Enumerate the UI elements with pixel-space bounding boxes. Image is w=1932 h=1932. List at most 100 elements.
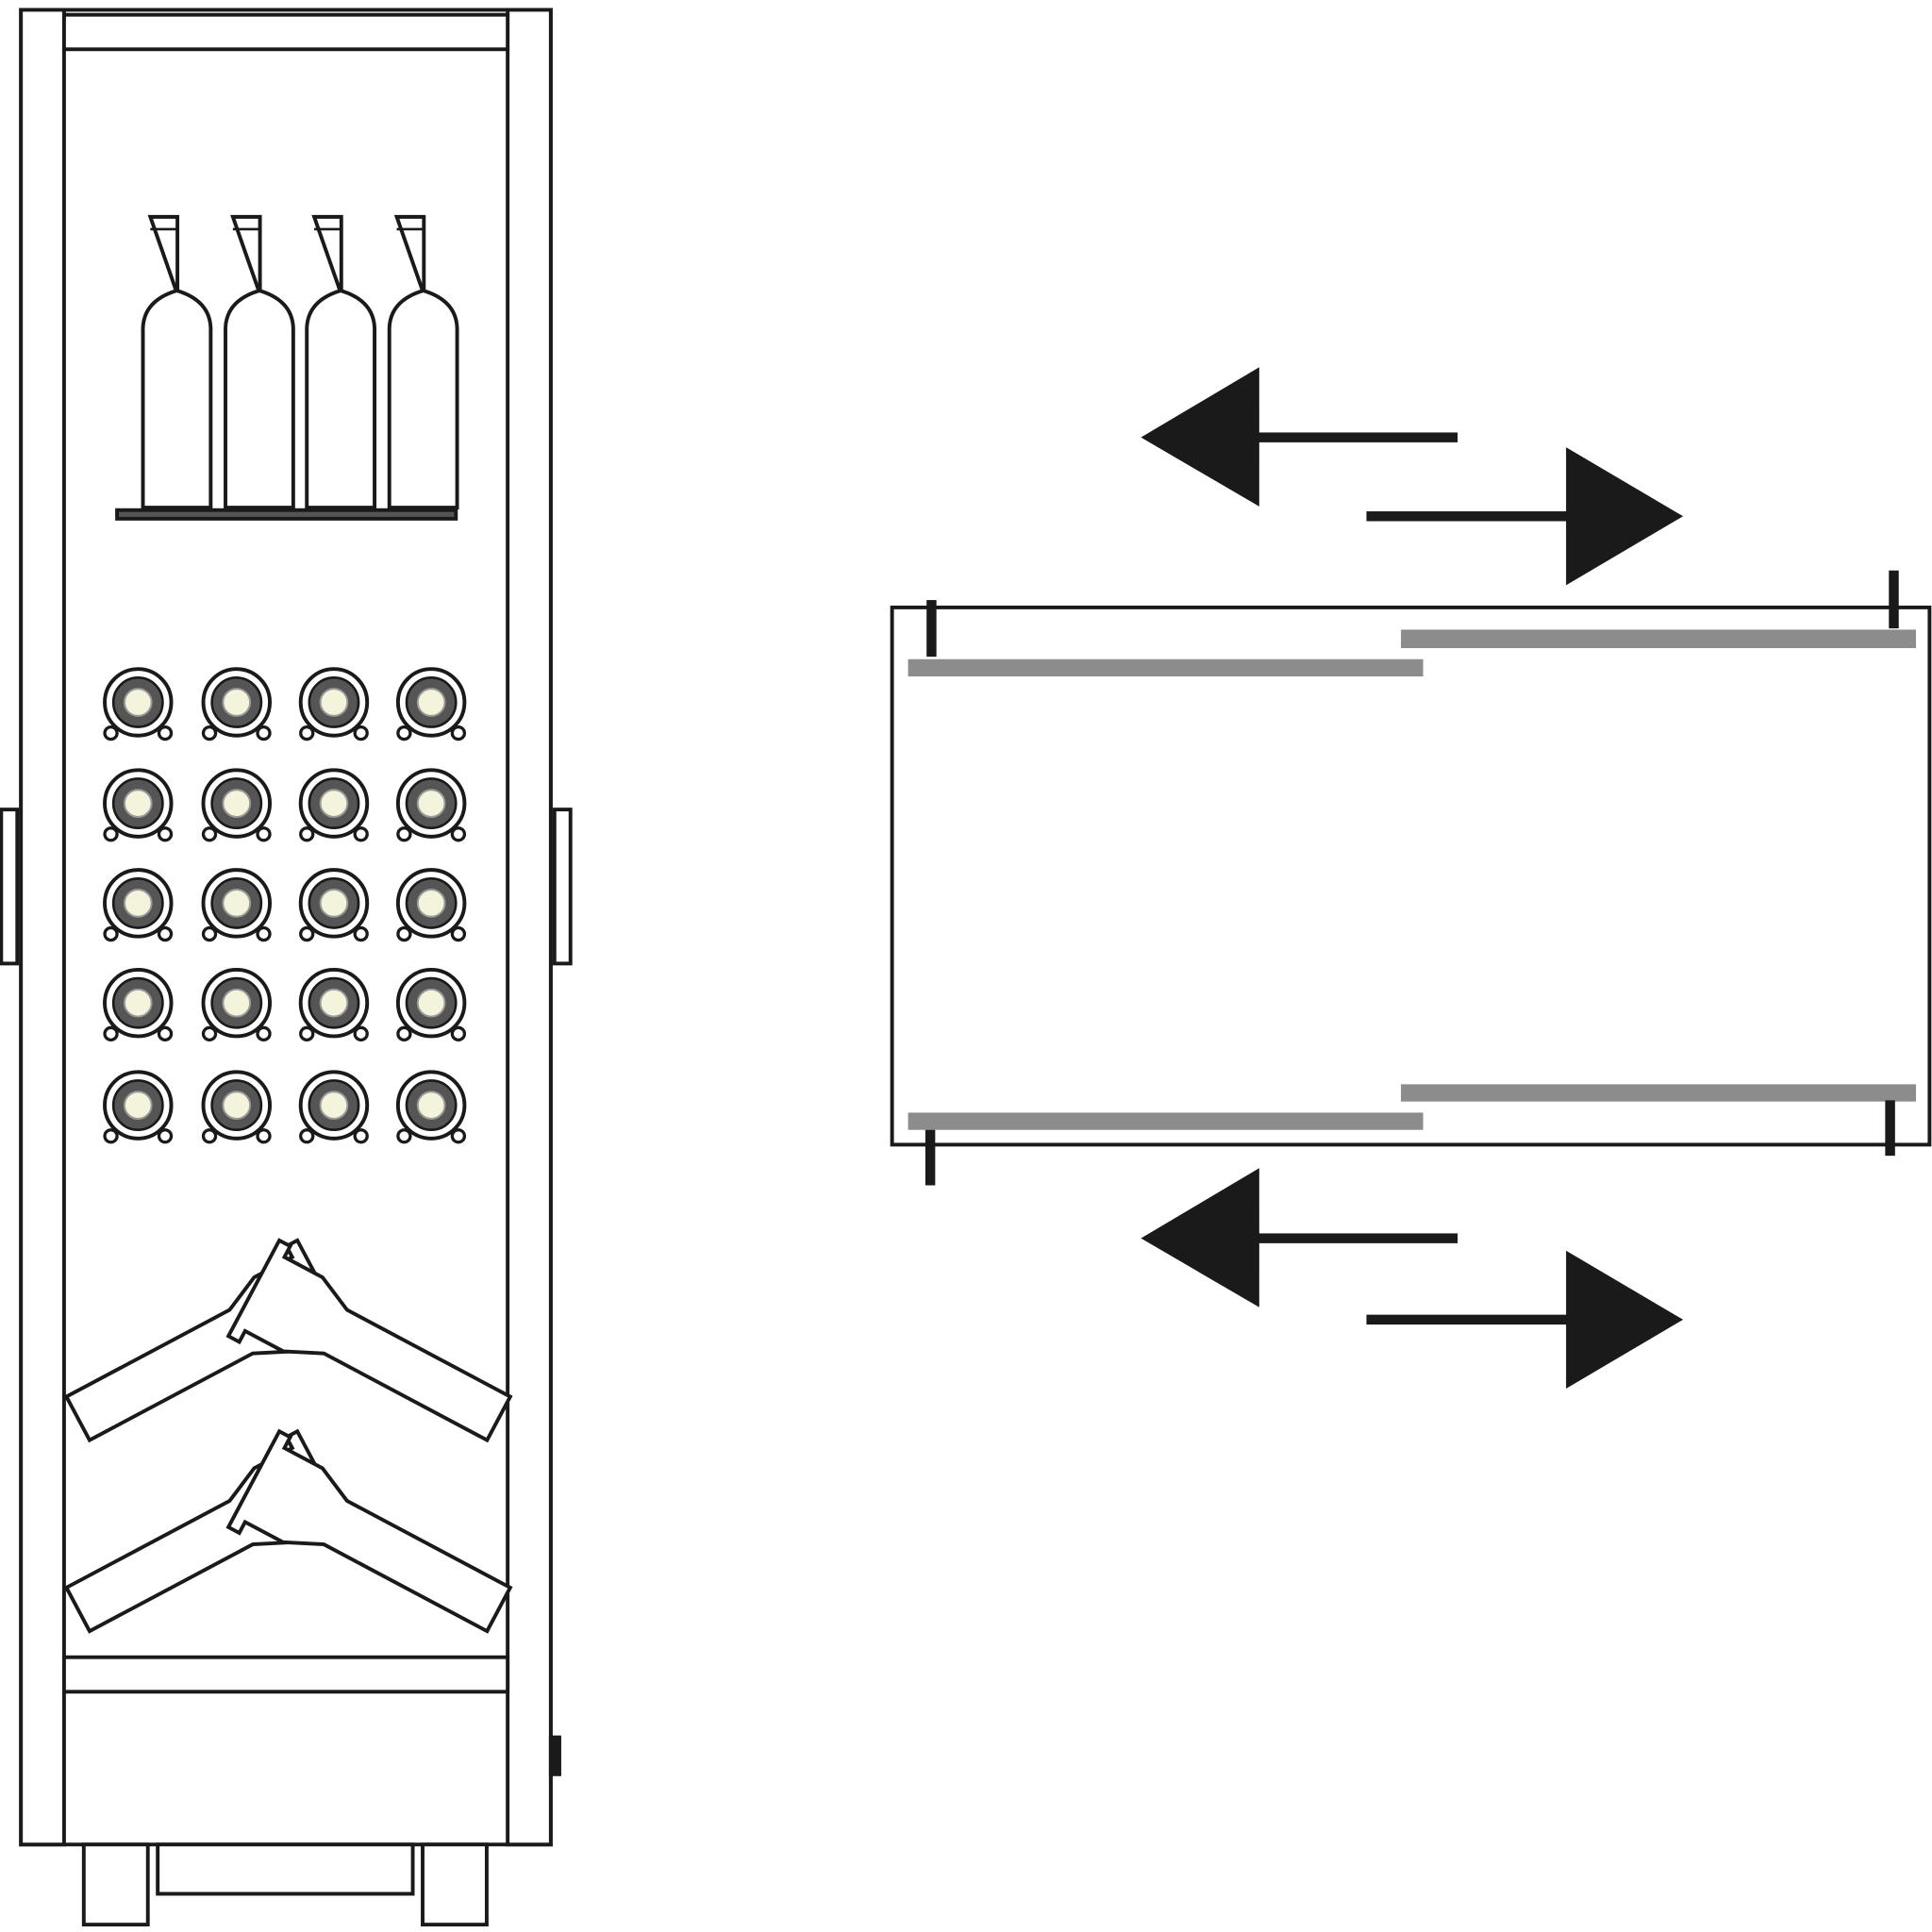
- bottle-end: [395, 868, 467, 942]
- right-foot: [421, 1842, 489, 1927]
- rack-peg: [299, 1025, 315, 1041]
- bottle-end-face: [222, 1091, 252, 1120]
- right-post: [506, 8, 553, 1847]
- rail-bottom-right: [1401, 1084, 1917, 1102]
- rack-peg: [103, 1025, 119, 1041]
- rack-peg: [157, 1025, 174, 1041]
- rack-peg: [103, 1128, 119, 1144]
- rail-stop-bottom-right: [1885, 1100, 1895, 1157]
- bottle-end-face: [123, 988, 153, 1018]
- rail-bottom-left: [908, 1112, 1424, 1130]
- bottle-end-face: [123, 688, 153, 717]
- rack-peg: [256, 826, 272, 842]
- bottle-end-face: [123, 1091, 153, 1120]
- arrow-left-icon: [1141, 367, 1458, 507]
- rack-peg: [256, 1128, 272, 1144]
- rack-peg: [450, 724, 467, 741]
- left-post: [19, 8, 66, 1847]
- upright-bottle: [141, 214, 213, 510]
- upright-bottle: [305, 214, 377, 510]
- bottle-end: [201, 1070, 272, 1144]
- rack-peg: [450, 1128, 467, 1144]
- rack-peg: [201, 1025, 218, 1041]
- bottle-end: [298, 1070, 370, 1144]
- bottle-end-face: [319, 688, 349, 717]
- rack-peg: [450, 925, 467, 942]
- control-knob[interactable]: [548, 1735, 561, 1776]
- bottle-end: [201, 768, 272, 842]
- bottle-end: [298, 868, 370, 942]
- bottle-end-face: [416, 889, 446, 918]
- angled-bottle-right: [225, 1428, 513, 1634]
- bottle-end: [103, 667, 174, 741]
- bottle-end-face: [416, 688, 446, 717]
- arrow-head: [1141, 367, 1259, 507]
- rack-peg: [256, 925, 272, 942]
- rack-peg: [353, 1128, 369, 1144]
- rack-peg: [353, 724, 369, 741]
- angled-bottle-pair: [63, 1428, 513, 1634]
- rack-peg: [201, 925, 218, 942]
- bottle-end: [298, 667, 370, 741]
- bottle-end-face: [319, 988, 349, 1018]
- bottle-end: [103, 967, 174, 1041]
- bottle-end: [103, 868, 174, 942]
- rack-peg: [201, 724, 218, 741]
- rack-peg: [299, 925, 315, 942]
- angled-bottle-right: [225, 1238, 513, 1443]
- bottle-end-face: [222, 988, 252, 1018]
- arrow-shaft: [1257, 1233, 1458, 1243]
- arrow-right-icon: [1366, 1250, 1684, 1389]
- bottle-end-face: [222, 889, 252, 918]
- rack-peg: [157, 1128, 174, 1144]
- left-handle[interactable]: [0, 808, 20, 966]
- bottle-end: [201, 868, 272, 942]
- bottle-end: [298, 967, 370, 1041]
- bottle-end: [201, 967, 272, 1041]
- arrow-head: [1566, 1250, 1684, 1389]
- bottle-rack: [103, 667, 467, 1144]
- upright-bottle: [387, 214, 459, 510]
- bottle-end-face: [416, 789, 446, 818]
- base-shelf: [61, 1655, 510, 1694]
- bottle-end-face: [319, 789, 349, 818]
- rack-peg: [256, 724, 272, 741]
- rack-peg: [396, 1128, 412, 1144]
- left-foot: [81, 1842, 150, 1927]
- rack-peg: [201, 826, 218, 842]
- bottle-shelf: [115, 508, 458, 521]
- arrow-shaft: [1257, 432, 1458, 442]
- bottle-end: [395, 1070, 467, 1144]
- bottle-end: [395, 667, 467, 741]
- rack-peg: [353, 826, 369, 842]
- shelf-frame: [890, 605, 1932, 1147]
- rack-peg: [157, 826, 174, 842]
- rail-top-left: [908, 658, 1424, 677]
- bottle-end-face: [222, 789, 252, 818]
- rack-peg: [103, 826, 119, 842]
- rack-peg: [450, 826, 467, 842]
- upright-bottles: [141, 214, 459, 510]
- rack-peg: [396, 925, 412, 942]
- rack-peg: [299, 826, 315, 842]
- bottle-end-face: [222, 688, 252, 717]
- bottle-end: [395, 768, 467, 842]
- rack-peg: [450, 1025, 467, 1041]
- sliding-shelf-diagram: [890, 367, 1932, 1389]
- arrow-head: [1141, 1168, 1259, 1307]
- rack-peg: [157, 925, 174, 942]
- rack-peg: [396, 1025, 412, 1041]
- bottle-end-face: [319, 1091, 349, 1120]
- rail-top-right: [1401, 629, 1917, 649]
- slide-arrows: [1141, 367, 1684, 1389]
- arrow-left-icon: [1141, 1168, 1458, 1307]
- bottle-end-face: [319, 889, 349, 918]
- rack-peg: [396, 724, 412, 741]
- rail-stop-top-right: [1889, 570, 1899, 629]
- bottle-end: [298, 768, 370, 842]
- right-handle[interactable]: [552, 808, 573, 966]
- angled-bottles: [63, 1238, 513, 1634]
- rack-peg: [353, 1025, 369, 1041]
